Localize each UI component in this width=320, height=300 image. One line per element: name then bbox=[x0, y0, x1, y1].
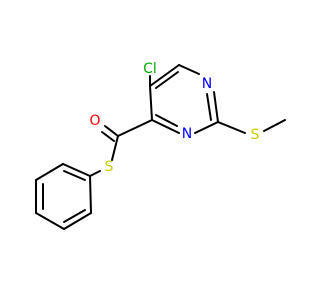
bond-carbonyl-o bbox=[104, 125, 119, 137]
bond-ph5-ph6 bbox=[63, 212, 92, 230]
bond-c5-c6 bbox=[149, 64, 180, 87]
pyrimidine-ring bbox=[149, 64, 219, 134]
bond-n3-c4 bbox=[151, 119, 180, 134]
phenyl-ring bbox=[35, 163, 92, 230]
atom-o: O bbox=[89, 113, 100, 129]
atom-n3: N bbox=[182, 126, 192, 142]
bond-c6-n1 bbox=[178, 64, 200, 75]
bond-n1-c2-double bbox=[206, 93, 212, 121]
bond-s-ch3 bbox=[263, 119, 286, 132]
bond-n3-c4-double bbox=[155, 114, 178, 127]
bond-ph4-ph5 bbox=[35, 212, 65, 230]
atom-cl: Cl bbox=[143, 61, 157, 77]
methylthio-group bbox=[217, 119, 286, 134]
bond-c4-carbonyl bbox=[117, 119, 153, 137]
bond-c4-c5 bbox=[149, 85, 153, 121]
bond-n1-c2 bbox=[213, 91, 219, 123]
bond-ph2-ph3 bbox=[35, 163, 64, 181]
bond-carbonyl-s bbox=[111, 135, 119, 161]
atom-s-methylthio: S bbox=[251, 127, 260, 143]
bond-carbonyl-o-double bbox=[101, 131, 115, 142]
bond-s-phenyl bbox=[89, 170, 101, 177]
bond-c2-n3 bbox=[194, 121, 219, 134]
thioester-group bbox=[89, 119, 153, 177]
atom-n1: N bbox=[202, 76, 212, 92]
molecule-structure-diagram: Cl N N O S S bbox=[35, 61, 286, 230]
atom-s-thioester: S bbox=[105, 159, 114, 175]
bond-ph6-ph1 bbox=[89, 175, 92, 214]
bond-c5-c6-double bbox=[155, 71, 179, 89]
bond-c2-s bbox=[217, 121, 246, 134]
bond-ph1-ph2-inner bbox=[63, 170, 86, 181]
bond-ph1-ph2 bbox=[62, 163, 91, 177]
bond-ph5-ph6-inner bbox=[63, 209, 86, 223]
